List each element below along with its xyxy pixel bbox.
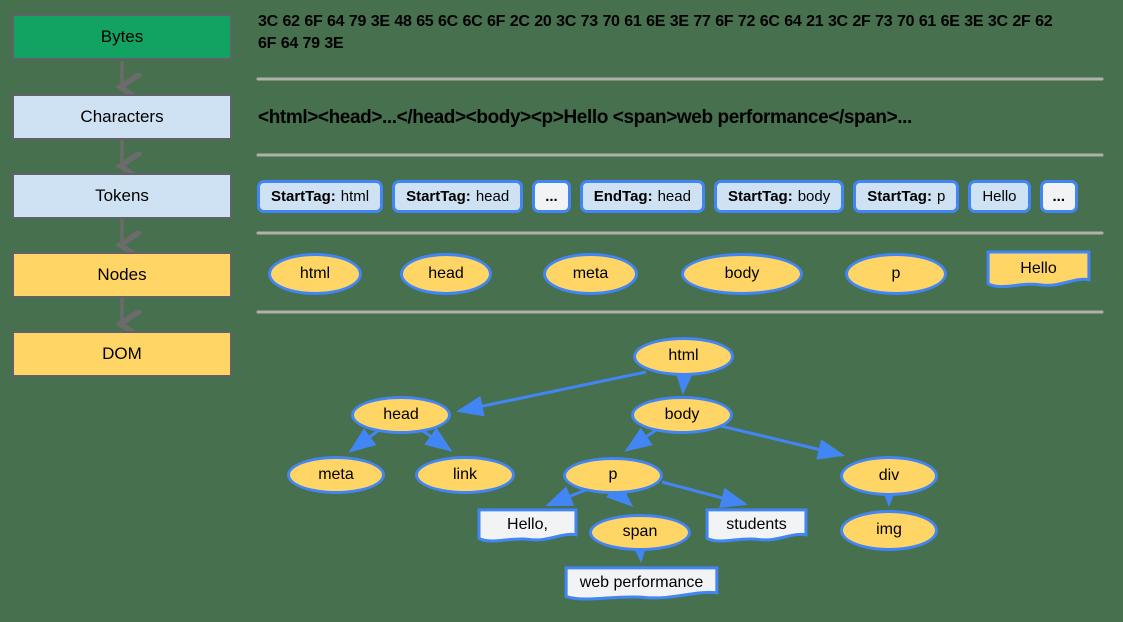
node-p: p	[845, 253, 947, 295]
token-value: ...	[1052, 188, 1066, 205]
stage-characters: Characters	[12, 94, 232, 140]
edge-p-text-students	[661, 480, 748, 509]
dom-node-html: html	[633, 337, 734, 376]
dom-node-link: link	[415, 456, 515, 494]
dom-node-text-webperf: web performance	[563, 566, 720, 603]
stage-bytes: Bytes	[12, 14, 232, 60]
edge-html-head	[456, 370, 647, 417]
token-value: Hello	[982, 188, 1017, 205]
tape-shape	[705, 508, 808, 545]
bytes-hex-text: 3C 62 6F 64 79 3E 48 65 6C 6C 6F 2C 20 3…	[258, 13, 1053, 52]
dom-node-div: div	[840, 456, 938, 496]
token-value: head	[657, 188, 691, 205]
token-label: StartTag:	[271, 188, 336, 205]
token-starttag-body: StartTag:body	[713, 180, 845, 213]
edge-p-text-hello	[545, 486, 589, 507]
tape-shape	[986, 250, 1091, 291]
token-ellipsis: ...	[532, 180, 571, 213]
tape-label: web performance	[579, 573, 704, 591]
tape-shape	[477, 508, 578, 545]
dom-node-text-students: students	[705, 508, 808, 545]
token-value: body	[797, 188, 831, 205]
token-starttag-html: StartTag:html	[257, 180, 384, 213]
node-body: body	[681, 253, 803, 295]
token-endtag-head: EndTag:head	[579, 180, 705, 213]
stage-dom: DOM	[12, 331, 232, 377]
token-value: html	[340, 188, 370, 205]
stage-nodes: Nodes	[12, 252, 232, 298]
tape-label: Hello	[1020, 259, 1057, 277]
node-meta: meta	[543, 253, 638, 295]
tape-shape	[563, 566, 720, 603]
node-text-hello: Hello	[986, 250, 1091, 291]
node-html: html	[268, 253, 362, 295]
dom-node-span: span	[589, 514, 691, 551]
characters-markup-text: <html><head>...</head><body><p>Hello <sp…	[258, 107, 912, 128]
dom-node-text-hello: Hello,	[477, 508, 578, 545]
edge-head-link	[422, 427, 453, 452]
dom-node-p: p	[563, 457, 663, 494]
dom-node-meta: meta	[287, 456, 385, 494]
token-ellipsis: ...	[1039, 180, 1079, 213]
token-starttag-head: StartTag:head	[392, 180, 524, 213]
token-label: StartTag:	[406, 188, 471, 205]
edge-head-meta	[348, 428, 380, 453]
dom-node-head: head	[351, 396, 451, 434]
token-value: head	[475, 188, 510, 205]
token-text-hello: Hello	[968, 180, 1031, 213]
token-label: StartTag:	[727, 188, 793, 205]
dom-node-img: img	[840, 510, 938, 551]
stage-tokens: Tokens	[12, 173, 232, 219]
token-label: StartTag:	[867, 188, 932, 205]
edge-body-div	[716, 423, 845, 460]
tape-label: students	[726, 515, 787, 533]
edge-body-p	[624, 427, 657, 452]
dom-node-body: body	[631, 396, 733, 434]
tape-label: Hello,	[507, 515, 548, 533]
token-label: EndTag:	[593, 188, 653, 205]
node-head: head	[400, 253, 492, 295]
edge-html-body	[674, 367, 696, 395]
token-starttag-p: StartTag:p	[853, 180, 960, 213]
token-value: p	[936, 188, 946, 205]
token-value: ...	[545, 188, 558, 205]
